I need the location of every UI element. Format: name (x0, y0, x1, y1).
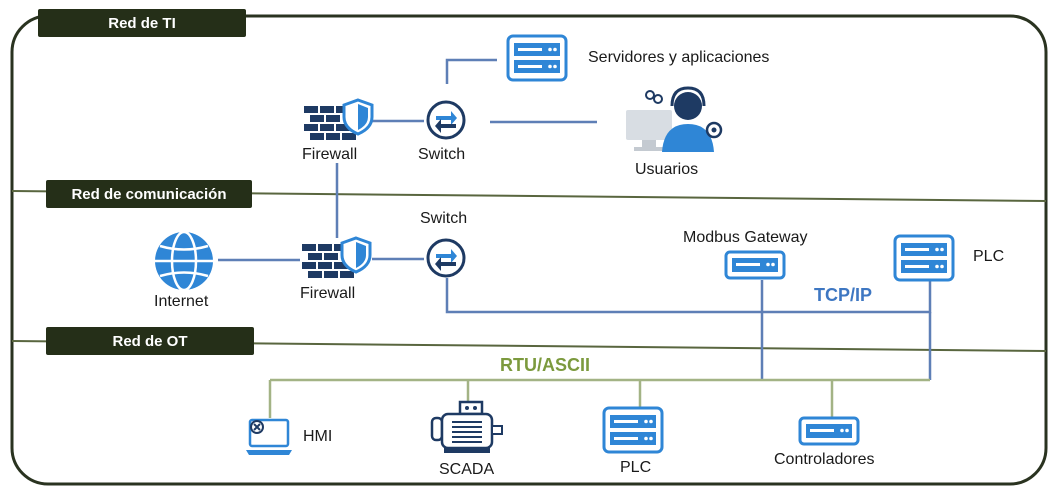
label-switch-it: Switch (418, 146, 466, 163)
label-switch-comm: Switch (420, 210, 468, 227)
server-rack-icon[interactable] (724, 250, 786, 280)
firewall-shield-icon[interactable] (300, 236, 372, 280)
label-scada: SCADA (439, 461, 495, 478)
globe-icon[interactable] (155, 230, 213, 292)
link-servers-switch (445, 58, 497, 84)
switch-arrows-icon[interactable] (426, 100, 466, 140)
user-headset-icon[interactable] (626, 86, 723, 152)
outer-frame (10, 14, 1048, 486)
label-firewall-it: Firewall (302, 146, 358, 163)
firewall-shield-icon[interactable] (302, 98, 374, 142)
server-rack-icon[interactable] (893, 234, 955, 282)
label-plc-bottom: PLC (620, 459, 652, 476)
label-controllers: Controladores (774, 451, 875, 468)
zone-tab-it: Red de TI (38, 9, 246, 37)
label-internet: Internet (154, 293, 209, 310)
label-firewall-comm: Firewall (300, 285, 356, 302)
switch-arrows-icon[interactable] (426, 238, 466, 278)
label-users: Usuarios (635, 161, 699, 178)
laptop-icon[interactable] (246, 418, 292, 455)
server-rack-icon[interactable] (506, 34, 568, 82)
label-plc-top: PLC (973, 248, 1005, 265)
label-hmi: HMI (303, 428, 333, 445)
zone-tab-comm: Red de comunicación (46, 180, 252, 208)
protocol-rtu: RTU/ASCII (500, 355, 590, 375)
label-servers: Servidores y aplicaciones (588, 49, 770, 66)
server-rack-icon[interactable] (798, 416, 860, 446)
label-modbus-gateway: Modbus Gateway (683, 229, 808, 246)
protocol-tcpip: TCP/IP (814, 285, 873, 305)
server-rack-icon[interactable] (602, 406, 664, 454)
motor-icon[interactable] (430, 400, 503, 453)
link-tcpip-bus (445, 278, 932, 314)
zone-tab-ot: Red de OT (46, 327, 254, 355)
